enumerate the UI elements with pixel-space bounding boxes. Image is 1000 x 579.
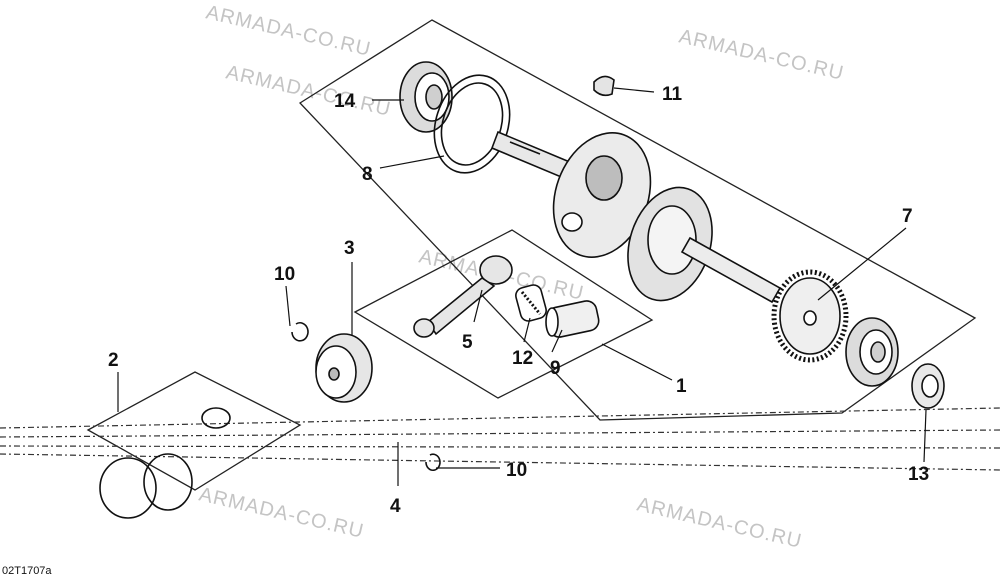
crankshaft-right-shaft — [680, 236, 782, 304]
woodruff-key — [593, 75, 615, 97]
leader-12 — [523, 317, 531, 343]
piston-rings — [99, 407, 231, 519]
noise-line-2 — [0, 429, 1000, 438]
piston-ring-2 — [143, 453, 193, 511]
gear-teeth — [771, 269, 849, 363]
seal-right-inner — [921, 374, 939, 398]
leader-9 — [551, 329, 563, 353]
drive-gear — [771, 269, 849, 363]
needle-rollers — [520, 291, 542, 315]
callout-5: 5 — [462, 332, 473, 353]
gear-hub — [803, 310, 817, 326]
crank-web-right-face — [647, 205, 697, 275]
callouts: 14 11 8 7 3 10 5 12 9 1 2 10 13 4 — [108, 84, 929, 517]
noise-line-4 — [0, 453, 1000, 471]
callout-9: 9 — [550, 358, 561, 379]
callout-1: 1 — [676, 376, 687, 397]
watermark-6: ARMADA-CO.RU — [635, 493, 804, 552]
callout-8: 8 — [362, 164, 373, 185]
scan-noise — [0, 407, 1000, 471]
callout-11: 11 — [662, 84, 683, 105]
callout-10-upper: 10 — [274, 264, 295, 285]
callout-2: 2 — [108, 350, 119, 371]
circlip-lower — [425, 453, 441, 471]
watermark-5: ARMADA-CO.RU — [197, 483, 366, 542]
piston-subframe — [86, 371, 302, 491]
crank-pin — [545, 300, 600, 338]
callout-14: 14 — [334, 91, 356, 112]
parts — [99, 61, 945, 519]
crank-pin-hole — [561, 212, 583, 232]
shaft-thread — [509, 141, 541, 155]
leader-lines — [117, 87, 927, 486]
crank-web-right — [627, 186, 713, 302]
rod-beam — [426, 277, 496, 336]
leader-8 — [379, 155, 445, 169]
piston-pin-bore — [328, 367, 340, 381]
noise-line-1 — [0, 407, 1000, 429]
connecting-rod-subframe — [353, 229, 654, 399]
needle-bearing — [515, 284, 547, 322]
ball-bearing-left — [399, 61, 453, 133]
circlip-upper — [291, 322, 309, 342]
callout-13: 13 — [908, 464, 929, 485]
noise-line-3 — [0, 445, 1000, 449]
callout-3: 3 — [344, 238, 355, 259]
oil-seal-right — [911, 363, 945, 409]
watermark-1: ARMADA-CO.RU — [204, 1, 373, 60]
callout-4: 4 — [390, 496, 401, 517]
bearing-bore — [425, 84, 443, 110]
crank-pin-end — [545, 307, 559, 337]
rod-big-end — [479, 255, 513, 285]
leader-7 — [817, 227, 907, 301]
leader-10a — [285, 285, 291, 327]
crank-web-left-counterweight — [585, 155, 623, 201]
leader-1 — [601, 343, 673, 381]
callout-7: 7 — [902, 206, 913, 227]
assembly-frames — [86, 19, 977, 491]
piston-ring-3 — [201, 407, 231, 429]
crankshaft-assembly-frame — [298, 19, 977, 421]
callout-12: 12 — [512, 348, 533, 369]
bearing-right-bore — [870, 341, 886, 363]
ball-bearing-right — [845, 317, 899, 387]
callout-10-lower: 10 — [506, 460, 527, 481]
leader-13 — [923, 409, 927, 463]
piston-ring-1 — [99, 457, 157, 519]
crank-web-left — [552, 132, 652, 258]
piston — [315, 333, 373, 403]
connecting-rod — [413, 255, 513, 338]
rod-small-end — [413, 318, 435, 338]
leader-5 — [473, 289, 483, 323]
figure-code: 02T1707a — [2, 565, 52, 577]
leader-11 — [613, 87, 655, 93]
watermark-2: ARMADA-CO.RU — [677, 25, 846, 84]
